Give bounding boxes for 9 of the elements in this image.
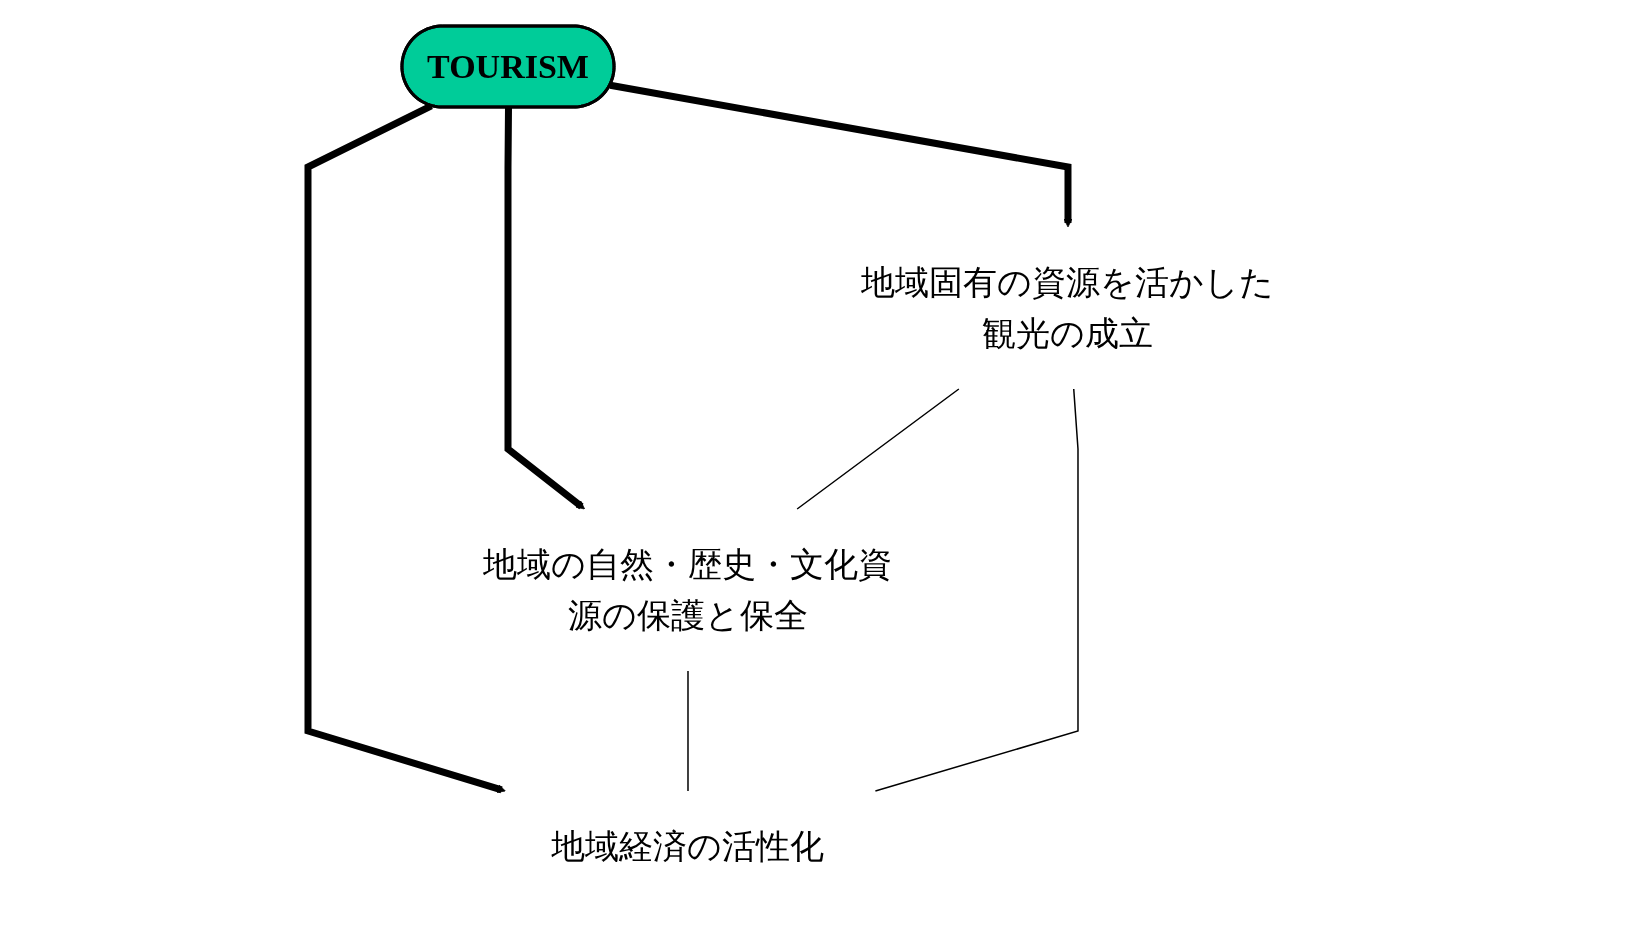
- node-text: 地域経済の活性化: [551, 825, 825, 866]
- arrow: [609, 81, 1073, 227]
- node-text: 地域の自然・歴史・文化資源の保護と保全: [483, 543, 893, 635]
- node-text: 地域固有の資源を活かした観光の成立: [861, 261, 1275, 353]
- arrow: [304, 102, 506, 793]
- connector: [874, 387, 1079, 792]
- arrow: [504, 106, 585, 509]
- connector: [796, 387, 960, 510]
- connector: [687, 669, 689, 792]
